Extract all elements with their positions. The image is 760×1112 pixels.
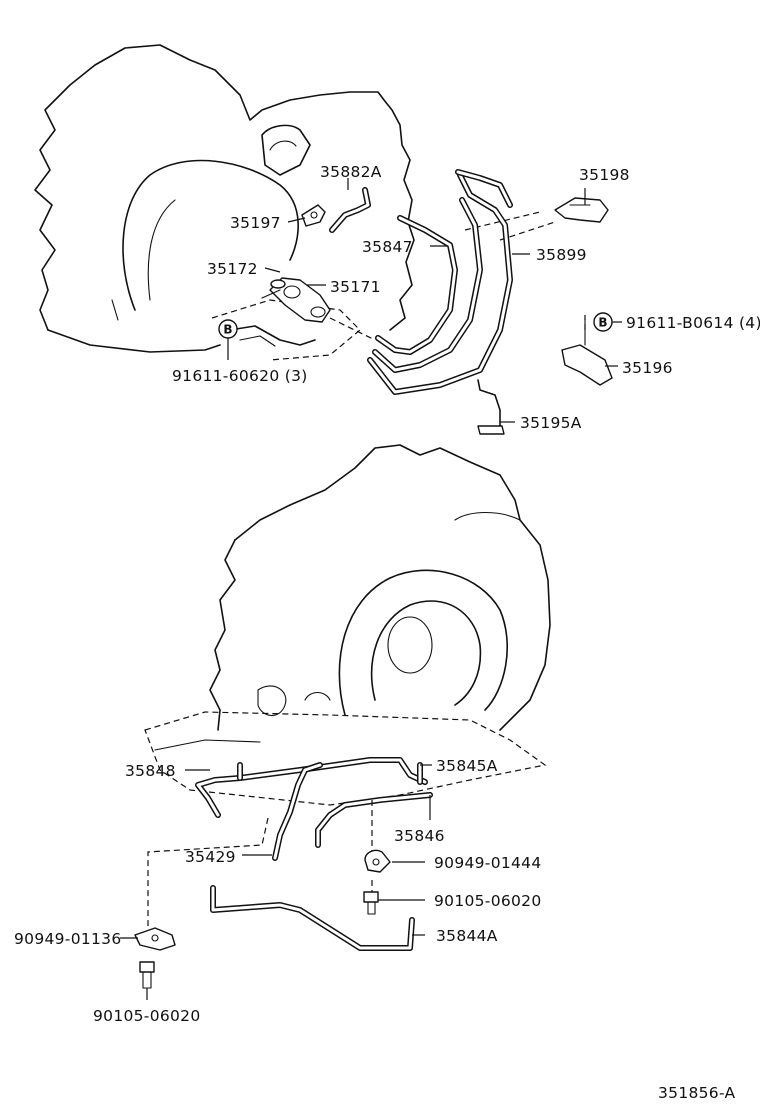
- bracket-35198: [554, 197, 609, 223]
- svg-text:B: B: [598, 316, 607, 330]
- leader-lines: [120, 178, 622, 1000]
- label-90105-06020-lower: 90105-06020: [93, 1007, 201, 1025]
- label-35172: 35172: [207, 260, 258, 278]
- part-labels: 35882A 35197 35847 35172 35171 35198 358…: [14, 163, 760, 1102]
- guide-line: [147, 817, 269, 932]
- bolt-90105-06020-lower: [139, 961, 155, 989]
- clamp-90949-01444: [364, 849, 391, 873]
- label-90105-06020-upper: 90105-06020: [434, 892, 542, 910]
- guide-line: [329, 317, 376, 341]
- label-90949-01136: 90949-01136: [14, 930, 122, 948]
- bracket-35197: [301, 204, 326, 227]
- label-35844A: 35844A: [436, 927, 498, 945]
- svg-text:B: B: [223, 323, 232, 337]
- union-35171: [261, 277, 331, 323]
- upper-oil-pan-plate: [211, 299, 361, 361]
- label-35198: 35198: [579, 166, 630, 184]
- label-35845A: 35845A: [436, 757, 498, 775]
- label-35847: 35847: [362, 238, 413, 256]
- pipe-35899: [367, 169, 513, 395]
- bracket-35195A: [477, 379, 505, 435]
- label-35882A: 35882A: [320, 163, 382, 181]
- label-35899: 35899: [536, 246, 587, 264]
- label-91611-B0614: 91611-B0614 (4): [626, 314, 760, 332]
- label-35195A: 35195A: [520, 414, 582, 432]
- diagram-reference-number: 351856-A: [658, 1084, 736, 1102]
- label-35196: 35196: [622, 359, 673, 377]
- label-35197: 35197: [230, 214, 281, 232]
- label-91611-60620: 91611-60620 (3): [172, 367, 308, 385]
- bolt-90105-06020-upper: [363, 891, 379, 915]
- badge-b-left: B: [218, 319, 238, 339]
- label-35846: 35846: [394, 827, 445, 845]
- clamp-90949-01136: [134, 927, 176, 951]
- pipe-35846: [315, 792, 433, 848]
- pipe-35882A: [329, 187, 371, 233]
- pipe-35429: [272, 762, 323, 861]
- badge-b-right: B: [593, 312, 613, 332]
- gasket-35172: [270, 279, 286, 289]
- bracket-35196: [561, 317, 613, 386]
- label-35171: 35171: [330, 278, 381, 296]
- label-35848: 35848: [125, 762, 176, 780]
- lower-transaxle-housing: [209, 444, 551, 731]
- pipe-35847: [375, 215, 458, 355]
- pipe-35844A: [210, 885, 415, 951]
- pipe-35848: [195, 757, 428, 818]
- lower-oil-pan: [144, 711, 547, 806]
- upper-transaxle-housing: [34, 44, 415, 353]
- label-90949-01444: 90949-01444: [434, 854, 542, 872]
- label-35429: 35429: [185, 848, 236, 866]
